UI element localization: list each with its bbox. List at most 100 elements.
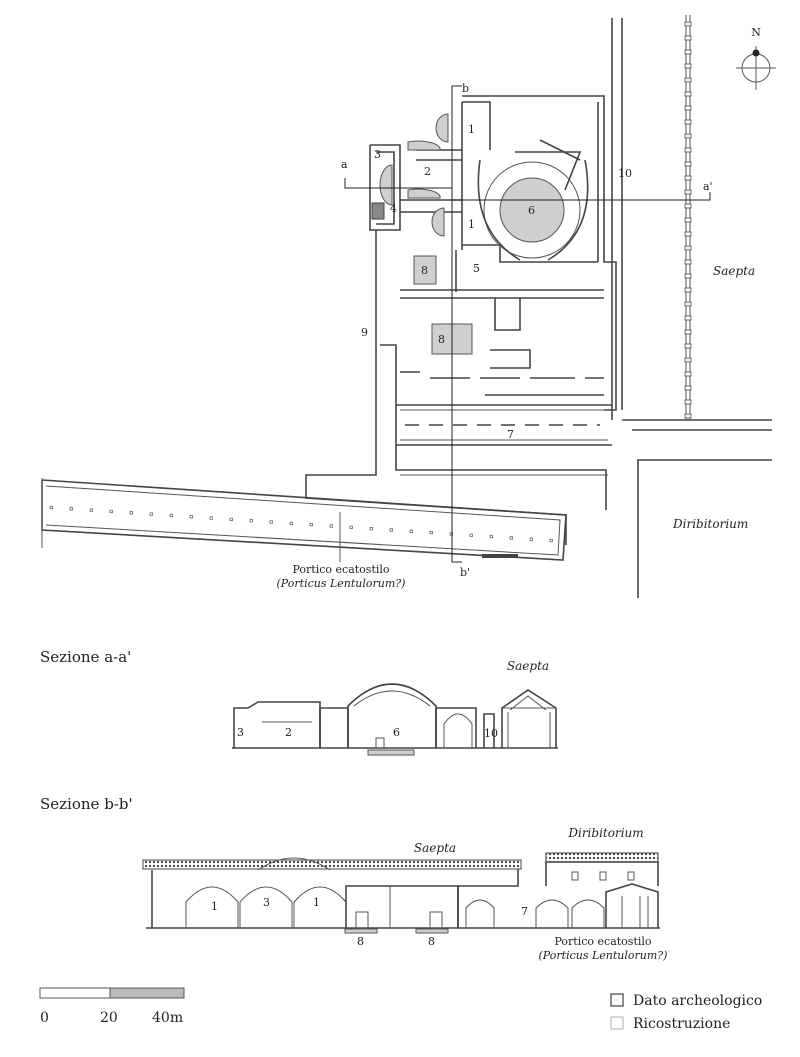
portico-column bbox=[489, 534, 493, 539]
saepta-pier bbox=[684, 49, 692, 55]
room-number-7: 7 bbox=[507, 428, 514, 441]
section-aa-number-10: 10 bbox=[484, 727, 498, 740]
portico-column bbox=[389, 528, 393, 532]
saepta-pier bbox=[684, 133, 692, 139]
section-bb-number-3: 3 bbox=[263, 896, 270, 909]
section-bb-portico-label-line2: (Porticus Lentulorum?) bbox=[539, 949, 668, 962]
portico-column bbox=[129, 511, 133, 515]
portico-column bbox=[369, 527, 373, 531]
portico-column bbox=[289, 521, 293, 525]
legend-swatch-archaeological bbox=[610, 993, 624, 1007]
room-number-8-north: 8 bbox=[421, 264, 428, 277]
scale-tick-40m: 40m bbox=[152, 1010, 183, 1026]
north-arrow-icon bbox=[752, 49, 760, 57]
section-aa-pool bbox=[367, 749, 415, 756]
section-bb-pool-east bbox=[415, 928, 449, 934]
section-bb-portico-label-line1: Portico ecatostilo bbox=[554, 935, 651, 948]
scale-bar-segment-white bbox=[39, 987, 111, 999]
saepta-pier bbox=[684, 301, 692, 307]
portico-column bbox=[349, 525, 353, 529]
saepta-roof-band bbox=[142, 859, 522, 870]
section-aa-number-3: 3 bbox=[237, 726, 244, 739]
north-label: N bbox=[751, 26, 761, 39]
saepta-pier bbox=[684, 245, 692, 251]
scale-tick-20: 20 bbox=[100, 1010, 118, 1026]
section-marker-b: b bbox=[462, 82, 469, 95]
portico-ecatostilo bbox=[41, 478, 567, 562]
room-number-10: 10 bbox=[618, 167, 632, 180]
room-number-6: 6 bbox=[528, 204, 535, 217]
saepta-pier bbox=[684, 231, 692, 237]
saepta-pier bbox=[684, 413, 692, 419]
pool-8-north bbox=[413, 255, 437, 285]
portico-label-line2: (Porticus Lentulorum?) bbox=[277, 577, 406, 590]
section-bb-number-1-east: 1 bbox=[313, 896, 320, 909]
section-bb-number-8-west: 8 bbox=[357, 935, 364, 948]
saepta-pier bbox=[684, 161, 692, 167]
saepta-pier bbox=[684, 35, 692, 41]
saepta-pier bbox=[684, 63, 692, 69]
section-marker-b-prime: b' bbox=[460, 566, 470, 579]
portico-column bbox=[409, 529, 413, 533]
legend: Dato archeologico Ricostruzione bbox=[610, 993, 762, 1032]
section-marker-a: a bbox=[341, 158, 348, 171]
section-aa-number-6: 6 bbox=[393, 726, 400, 739]
section-bb-saepta-label: Saepta bbox=[414, 841, 456, 855]
portico-column bbox=[329, 524, 333, 528]
internal-partitions bbox=[400, 139, 604, 396]
saepta-pier bbox=[684, 147, 692, 153]
room-number-3: 3 bbox=[374, 148, 381, 161]
saepta-pier bbox=[684, 329, 692, 335]
saepta-pier bbox=[684, 385, 692, 391]
room-number-1-north: 1 bbox=[468, 123, 475, 136]
portico-column bbox=[269, 520, 273, 524]
portico-column bbox=[209, 516, 213, 520]
saepta-pier bbox=[684, 343, 692, 349]
portico-column bbox=[169, 513, 173, 518]
portico-column bbox=[49, 505, 53, 510]
section-bb-pool-west bbox=[344, 928, 378, 934]
hatched-box bbox=[371, 202, 385, 220]
portico-column-row bbox=[49, 505, 553, 543]
section-bb-number-8-east: 8 bbox=[428, 935, 435, 948]
saepta-pier bbox=[684, 357, 692, 363]
scale-bar-segment-grey bbox=[109, 987, 185, 999]
section-bb-title: Sezione b-b' bbox=[40, 795, 133, 813]
section-cut-lines bbox=[344, 85, 711, 563]
diribitorium-structure bbox=[637, 459, 772, 598]
portico-column bbox=[549, 538, 553, 543]
room-number-1-south: 1 bbox=[468, 218, 475, 231]
section-bb: Sezione b-b' Saepta Diribitorium bbox=[40, 795, 667, 962]
saepta-pier bbox=[684, 315, 692, 321]
saepta-pier bbox=[684, 287, 692, 293]
portico-hatched-strip bbox=[482, 554, 518, 558]
saepta-pier bbox=[684, 91, 692, 97]
north-arrow: N bbox=[736, 26, 776, 90]
saepta-pier bbox=[684, 273, 692, 279]
saepta-pier bbox=[684, 217, 692, 223]
scale-bar: 0 20 40m bbox=[39, 987, 185, 1026]
saepta-pier bbox=[684, 259, 692, 265]
portico-column bbox=[529, 537, 533, 541]
section-aa-elevation bbox=[232, 683, 558, 756]
saepta-structure bbox=[611, 15, 772, 431]
section-bb-elevation bbox=[142, 852, 660, 934]
section-aa: Sezione a-a' Saepta 3 2 6 10 bbox=[40, 648, 558, 756]
room-number-2: 2 bbox=[424, 165, 431, 178]
saepta-pier bbox=[684, 399, 692, 405]
portico-column bbox=[429, 530, 433, 535]
section-aa-number-2: 2 bbox=[285, 726, 292, 739]
room-number-5: 5 bbox=[473, 262, 480, 275]
section-aa-saepta-label: Saepta bbox=[507, 659, 549, 673]
section-marker-a-prime: a' bbox=[703, 180, 713, 193]
section-aa-title: Sezione a-a' bbox=[40, 648, 131, 666]
portico-column bbox=[69, 507, 73, 511]
section-bb-diribitorium-label: Diribitorium bbox=[567, 826, 643, 840]
portico-label-line1: Portico ecatostilo bbox=[292, 563, 389, 576]
section-bb-number-7: 7 bbox=[521, 905, 528, 918]
portico-column bbox=[149, 512, 153, 516]
section-bb-number-1-west: 1 bbox=[211, 900, 218, 913]
portico-column bbox=[469, 533, 473, 537]
site-plan: N 1 1 2 3 4 5 6 7 8 8 9 10 a a' b b' Sae… bbox=[41, 15, 776, 598]
